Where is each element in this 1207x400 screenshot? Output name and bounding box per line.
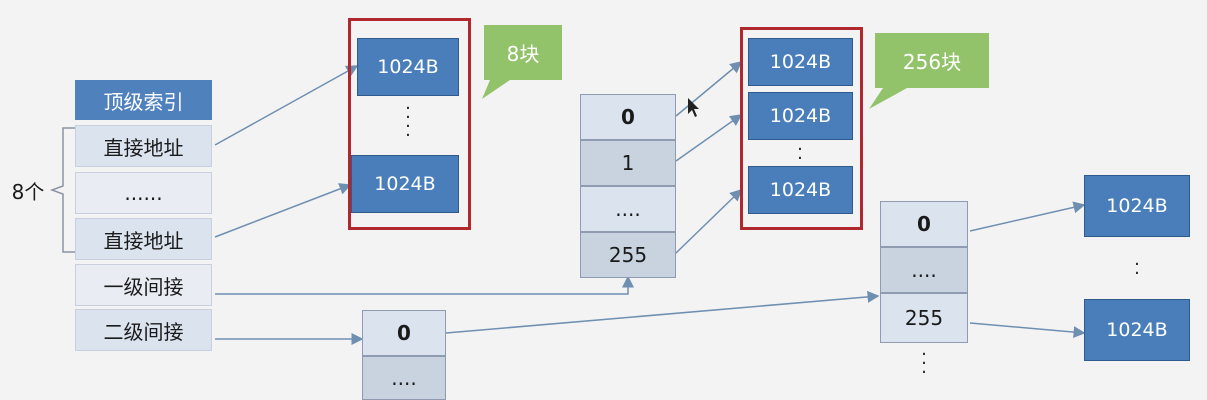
di-level1-row-ellipsis: .... [362, 356, 446, 400]
index-row-double-indirect: 二级间接 [75, 309, 212, 351]
callout-256-text: 256块 [902, 50, 962, 74]
si-row-255: 255 [580, 232, 676, 278]
di-level1-row-0: 0 [362, 310, 446, 356]
arrow-single-indirect [215, 275, 634, 295]
si-row-0: 0 [580, 94, 676, 140]
index-header: 顶级索引 [75, 80, 212, 120]
arrow-si-0 [675, 61, 743, 117]
mouse-cursor-icon [688, 98, 699, 117]
si-block-0: 1024B [748, 38, 853, 86]
arrow-l2-0 [969, 201, 1086, 232]
index-row-direct-2: 直接地址 [75, 218, 212, 260]
arrow-level1-to-level2 [445, 290, 880, 334]
si-blocks-group [740, 27, 863, 230]
di-block-0: 1024B [1084, 175, 1190, 237]
si-block-1: 1024B [748, 92, 853, 140]
direct-blocks-ellipsis: ···· [405, 98, 411, 146]
direct-block-2: 1024B [351, 155, 459, 213]
di-level2-row-ellipsis: .... [880, 247, 968, 293]
direct-block-1: 1024B [357, 38, 459, 96]
callout-8-text: 8块 [506, 42, 540, 66]
si-row-1: 1 [580, 140, 676, 186]
di-blocks-ellipsis: ·· [1134, 254, 1140, 284]
si-row-ellipsis: .... [580, 186, 676, 232]
di-block-255: 1024B [1084, 299, 1190, 361]
direct-blocks-group [348, 18, 471, 230]
index-row-ellipsis: ...... [75, 172, 212, 214]
arrow-si-1 [675, 114, 743, 162]
arrow-direct-1 [214, 65, 359, 146]
brace-8 [49, 127, 75, 253]
arrow-direct-2 [214, 183, 352, 238]
di-level2-row-255: 255 [880, 293, 968, 343]
si-blocks-ellipsis: ·· [797, 139, 803, 169]
brace-label: 8个 [11, 179, 45, 204]
si-block-255: 1024B [748, 166, 853, 214]
arrow-l2-255 [969, 322, 1086, 339]
di-level2-row-0: 0 [880, 201, 968, 247]
di-level2-more-ellipsis: ··· [921, 344, 927, 383]
arrow-si-255 [675, 188, 743, 254]
index-row-direct-1: 直接地址 [75, 125, 212, 167]
callout-256 [869, 33, 989, 109]
index-row-single-indirect: 一级间接 [75, 264, 212, 306]
callout-8 [482, 25, 562, 99]
